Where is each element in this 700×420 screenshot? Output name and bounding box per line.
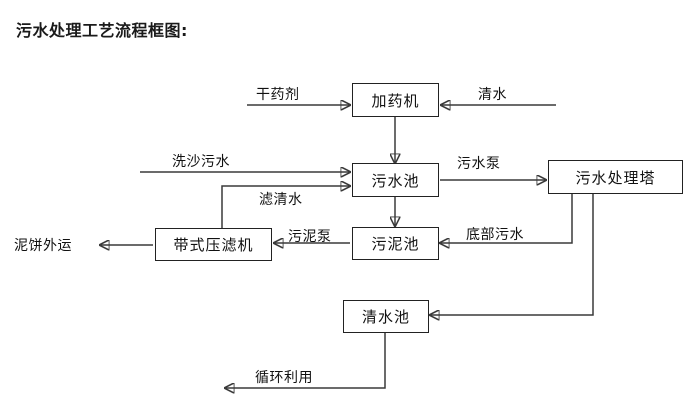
edge-label-sandwash-wastewater: 洗沙污水 bbox=[172, 154, 230, 170]
edge-label-bottom-wastewater: 底部污水 bbox=[466, 227, 524, 243]
edge-label-clean-water: 清水 bbox=[478, 87, 507, 103]
edge-label-wastewater-pump: 污水泵 bbox=[457, 156, 501, 172]
node-dosing-machine[interactable]: 加药机 bbox=[352, 83, 439, 117]
node-sludge-pool[interactable]: 污泥池 bbox=[352, 227, 439, 260]
page-title: 污水处理工艺流程框图: bbox=[16, 21, 188, 40]
node-clear-water-pool[interactable]: 清水池 bbox=[343, 300, 429, 333]
node-wastewater-pool[interactable]: 污水池 bbox=[352, 163, 439, 197]
terminal-label-recycle-reuse: 循环利用 bbox=[255, 370, 313, 386]
edge-tower-to-clear-water-pool bbox=[430, 194, 594, 315]
node-belt-filter-press[interactable]: 带式压滤机 bbox=[155, 228, 272, 261]
terminal-label-mud-cake-out: 泥饼外运 bbox=[14, 238, 72, 254]
edge-clear-water-pool-to-recycle bbox=[225, 332, 386, 388]
edge-label-sludge-pump: 污泥泵 bbox=[288, 229, 332, 245]
edge-label-dry-chemical: 干药剂 bbox=[256, 87, 300, 103]
edge-filtered-water-to-wastewater-pool bbox=[221, 186, 350, 228]
node-treatment-tower[interactable]: 污水处理塔 bbox=[548, 160, 683, 194]
edge-tower-bottom-to-sludge-pool bbox=[440, 194, 573, 243]
edge-label-filtered-clear-water: 滤清水 bbox=[259, 192, 303, 208]
